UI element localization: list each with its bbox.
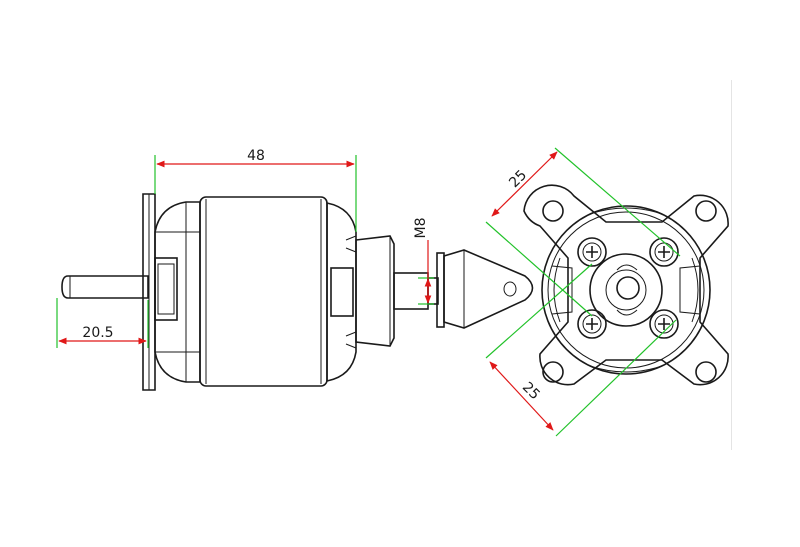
mount-spacing-bottom-label: 25 [519,379,543,403]
motor-bell [199,196,328,387]
thread-label: M8 [413,218,429,239]
front-dimension-lines [489,151,558,431]
mount-screw-top-right [649,237,679,267]
spinner-cone [443,249,534,329]
prop-collar [355,235,395,347]
motor-face [541,205,711,375]
motor-shaft [61,275,149,299]
mount-spacing-top-label: 25 [506,167,530,191]
rear-boss [154,257,178,321]
front-view [523,184,729,386]
mount-plate [142,193,156,391]
mount-screw-bottom-left [577,309,607,339]
front-extension-lines [485,147,681,437]
front-cap [326,202,357,382]
mount-screw-bottom-right [649,309,679,339]
shaft-length-label: 20.5 [82,325,113,341]
length-dimension-label: 48 [247,148,265,164]
page-edge-line [731,80,732,450]
side-view [61,193,534,391]
side-extension-lines [56,155,434,348]
side-dimension-lines [58,160,432,345]
mount-screw-top-left [577,237,607,267]
